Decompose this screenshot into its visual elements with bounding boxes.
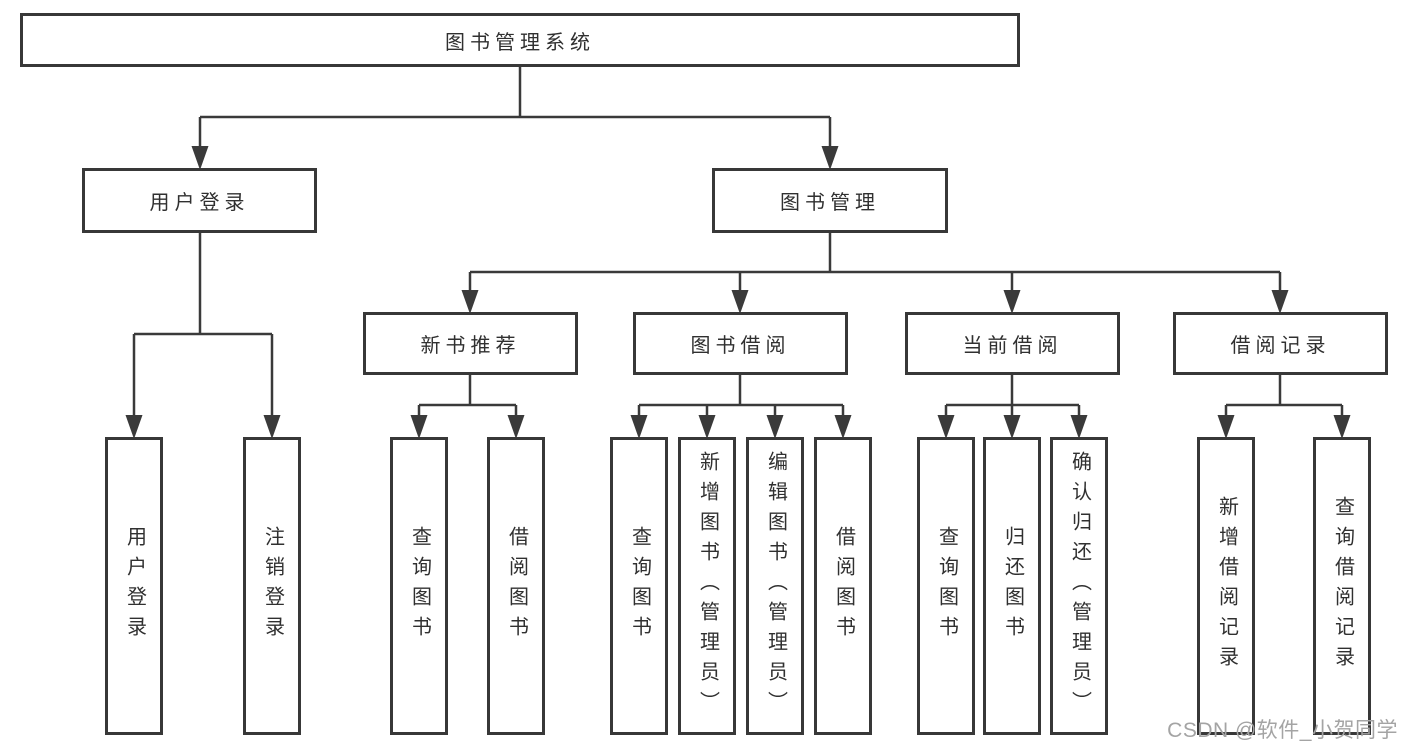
leaf-add-borrow-record: 新增借阅记录 [1197,437,1255,735]
leaf-borrow-books-recommend-label: 借阅图书 [505,526,528,646]
leaf-query-books-borrowing-label: 查询图书 [628,526,651,646]
leaf-query-borrow-record: 查询借阅记录 [1313,437,1371,735]
leaf-borrow-books-recommend: 借阅图书 [487,437,545,735]
leaf-add-book-admin-label: 新增图书（管理员） [696,451,719,721]
node-book-borrowing: 图书借阅 [633,312,848,375]
node-borrowing-records: 借阅记录 [1173,312,1388,375]
node-current-borrowing-label: 当前借阅 [962,335,1063,357]
leaf-query-books-current-label: 查询图书 [935,526,958,646]
leaf-query-books-recommend-label: 查询图书 [408,526,431,646]
node-root-label: 图书管理系统 [445,31,595,54]
leaf-edit-book-admin-label: 编辑图书（管理员） [764,451,787,721]
node-current-borrowing: 当前借阅 [905,312,1120,375]
leaf-add-book-admin: 新增图书（管理员） [678,437,736,735]
leaf-query-borrow-record-label: 查询借阅记录 [1331,496,1354,676]
node-book-borrowing-label: 图书借阅 [690,335,791,357]
leaf-query-books-current: 查询图书 [917,437,975,735]
leaf-borrow-books-borrowing: 借阅图书 [814,437,872,735]
node-new-book-recommendation-label: 新书推荐 [420,335,521,357]
leaf-return-book: 归还图书 [983,437,1041,735]
leaf-confirm-return-admin: 确认归还（管理员） [1050,437,1108,735]
leaf-return-book-label: 归还图书 [1001,526,1024,646]
arrowheads [125,146,1351,439]
node-book-management-label: 图书管理 [780,192,880,214]
node-new-book-recommendation: 新书推荐 [363,312,578,375]
leaf-user-login-label: 用户登录 [123,526,146,646]
leaf-edit-book-admin: 编辑图书（管理员） [746,437,804,735]
node-root: 图书管理系统 [20,13,1020,67]
node-borrowing-records-label: 借阅记录 [1230,335,1331,357]
leaf-query-books-recommend: 查询图书 [390,437,448,735]
leaf-borrow-books-borrowing-label: 借阅图书 [832,526,855,646]
leaf-add-borrow-record-label: 新增借阅记录 [1215,496,1238,676]
leaf-logout: 注销登录 [243,437,301,735]
leaf-user-login: 用户登录 [105,437,163,735]
leaf-confirm-return-admin-label: 确认归还（管理员） [1068,451,1091,721]
node-user-login-label: 用户登录 [149,192,250,214]
leaf-logout-label: 注销登录 [261,526,284,646]
node-user-login: 用户登录 [82,168,317,233]
csdn-watermark: CSDN @软件_小贺同学 [1167,719,1398,742]
leaf-query-books-borrowing: 查询图书 [610,437,668,735]
node-book-management: 图书管理 [712,168,948,233]
